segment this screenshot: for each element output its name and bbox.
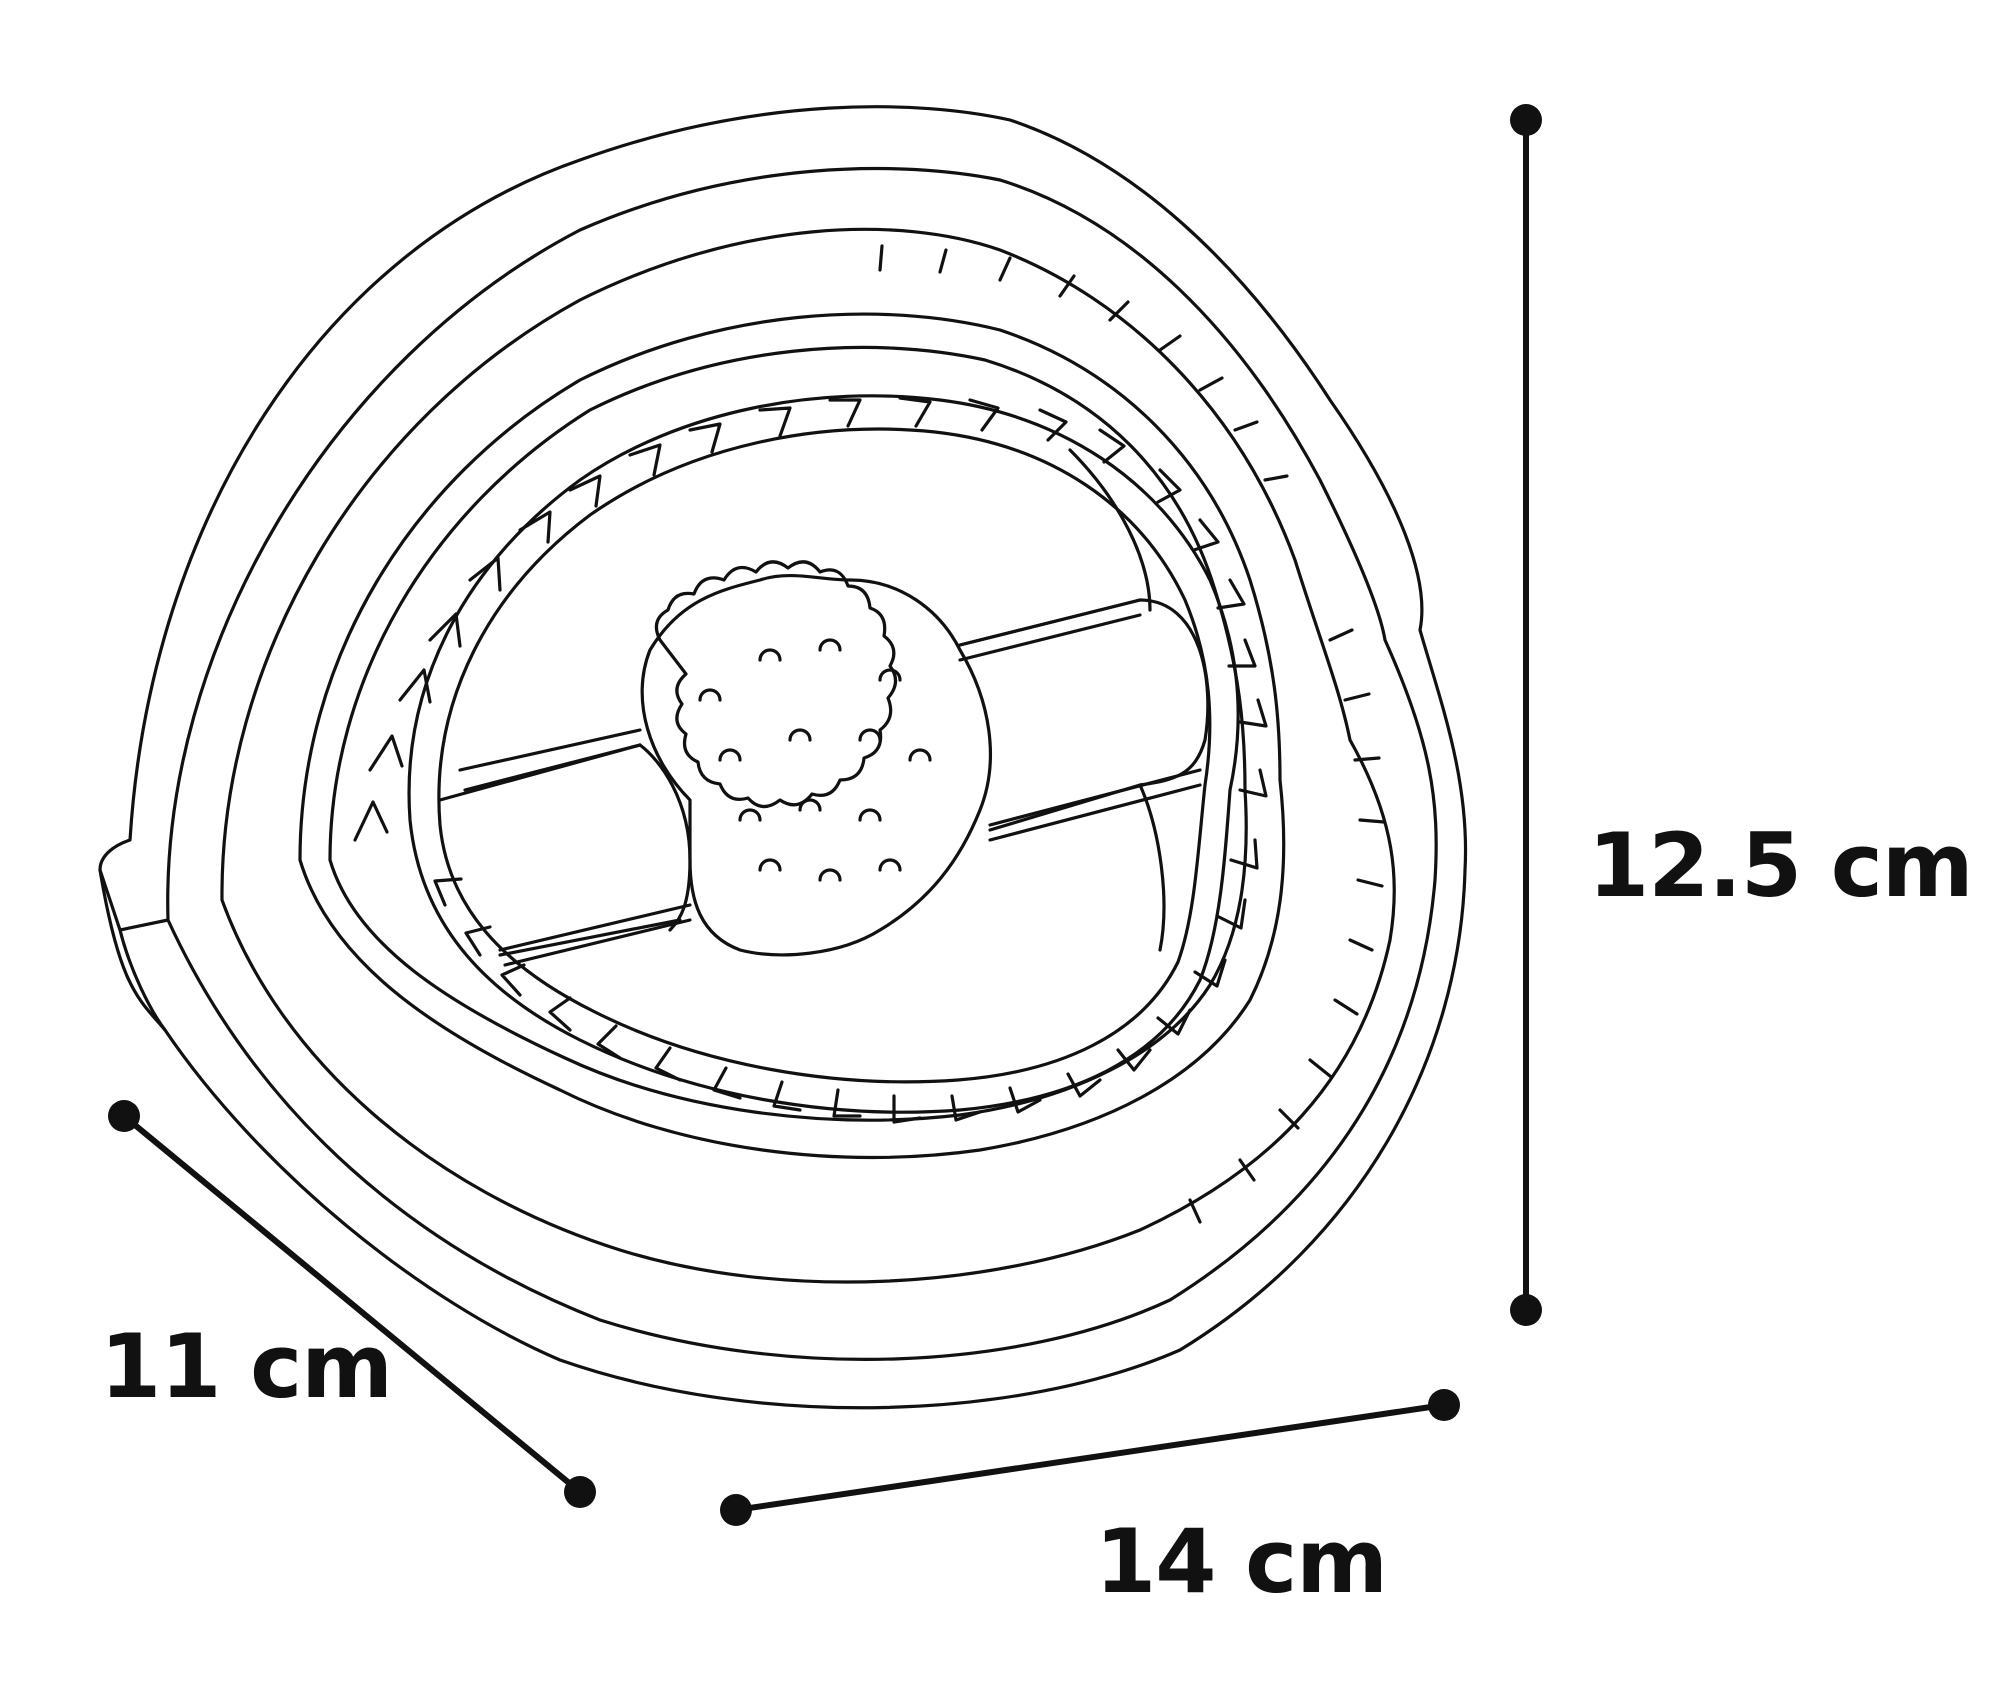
toy-outline-drawing: [98, 105, 1468, 1410]
inner-wall-outer: [298, 312, 1286, 1160]
bar-upper: [458, 598, 1142, 792]
right-arc: [1068, 448, 1166, 952]
outer-rim: [98, 105, 1468, 1410]
tube-right: [958, 598, 1210, 832]
rim-inner-2: [220, 227, 1396, 1284]
cavity-outer: [407, 394, 1240, 1114]
ball-bumps: [654, 560, 898, 809]
cavity-inner: [437, 427, 1212, 1084]
height-endpoint-top: [1510, 104, 1542, 136]
height-endpoint-bottom: [1510, 1294, 1542, 1326]
rim-ledge: [98, 868, 170, 1032]
width-endpoint-right: [1428, 1389, 1460, 1421]
inner-wall-inner: [328, 345, 1248, 1122]
outer-rim-ridges: [1188, 628, 1386, 1224]
width-dimension-label: 14 cm: [1095, 1510, 1388, 1613]
rim-inner-1: [166, 166, 1438, 1361]
depth-dimension-label: 11 cm: [100, 1315, 393, 1418]
ball-texture: [698, 638, 932, 882]
width-dimension-line: [733, 1402, 1447, 1513]
depth-endpoint-top: [108, 1100, 140, 1132]
rim-teeth: [353, 396, 1268, 1124]
depth-endpoint-bottom: [564, 1476, 596, 1508]
depth-dimension-line: [121, 1113, 583, 1495]
width-endpoint-left: [720, 1494, 752, 1526]
spiky-ball: [640, 573, 993, 957]
dimension-lines: [108, 104, 1542, 1526]
upper-rim-ridges: [878, 244, 1289, 482]
bar-lower: [498, 768, 1202, 967]
height-dimension-label: 12.5 cm: [1588, 814, 1974, 917]
